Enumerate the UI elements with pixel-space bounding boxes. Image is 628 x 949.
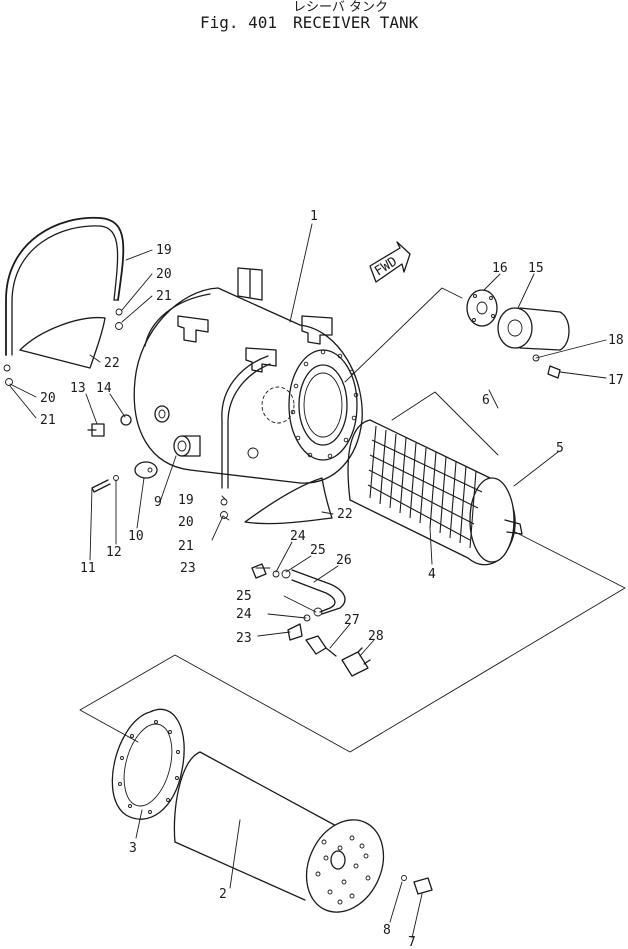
piping-assembly (251, 563, 371, 677)
callout-10: 10 (128, 529, 144, 544)
callout-9: 9 (154, 495, 162, 510)
explode-leader (79, 531, 626, 753)
callout-20-tank: 20 (178, 515, 194, 530)
callout-22-tank: 22 (337, 507, 353, 522)
filter-element (347, 391, 523, 566)
callout-12: 12 (106, 545, 122, 560)
callout-17: 17 (608, 373, 624, 388)
callout-27: 27 (344, 613, 360, 628)
outlet-flange-assembly (344, 287, 570, 383)
callout-2: 2 (219, 887, 227, 902)
left-strap-assembly (3, 216, 125, 386)
callout-4: 4 (428, 567, 436, 582)
side-plate-assembly (91, 461, 158, 493)
title-figure-number: Fig. 401 (200, 13, 277, 32)
callout-21-upper: 21 (156, 289, 172, 304)
callout-3: 3 (129, 841, 137, 856)
callout-leaders (9, 223, 607, 939)
callout-11: 11 (80, 561, 96, 576)
fwd-label: FWD (372, 254, 400, 279)
callout-20-upper: 20 (156, 267, 172, 282)
title-japanese: レシーバ タンク (293, 0, 388, 15)
callout-25-upper: 25 (310, 543, 326, 558)
fwd-arrow: FWD (369, 241, 411, 283)
inner-pipe-assembly (111, 708, 433, 913)
callout-14: 14 (96, 381, 112, 396)
callout-23-upper: 23 (180, 561, 196, 576)
callout-20-left: 20 (40, 391, 56, 406)
callout-25-lower: 25 (236, 589, 252, 604)
callout-26: 26 (336, 553, 352, 568)
callout-24-lower: 24 (236, 607, 252, 622)
tank-body (87, 267, 363, 525)
callout-23-lower: 23 (236, 631, 252, 646)
callout-24-upper: 24 (290, 529, 306, 544)
callout-28: 28 (368, 629, 384, 644)
callout-19-strap-tank: 19 (178, 493, 194, 508)
callout-7: 7 (408, 935, 416, 949)
callout-16: 16 (492, 261, 508, 276)
callout-1: 1 (310, 209, 318, 224)
callout-15: 15 (528, 261, 544, 276)
callout-21-tank: 21 (178, 539, 194, 554)
callout-8: 8 (383, 923, 391, 938)
callout-labels: 1 2 3 4 5 6 7 8 9 10 11 12 13 14 15 16 1… (40, 209, 624, 949)
callout-5: 5 (556, 441, 564, 456)
callout-18: 18 (608, 333, 624, 348)
title-part-name: RECEIVER TANK (293, 13, 419, 32)
callout-13: 13 (70, 381, 86, 396)
callout-19-strap-left: 19 (156, 243, 172, 258)
callout-22-left: 22 (104, 356, 120, 371)
callout-21-left: 21 (40, 413, 56, 428)
callout-6: 6 (482, 393, 490, 408)
